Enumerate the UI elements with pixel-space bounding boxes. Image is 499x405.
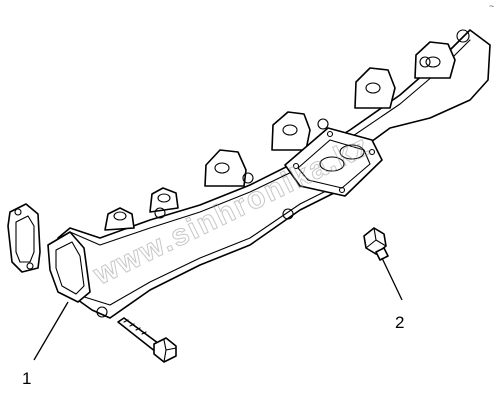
exhaust-manifold <box>47 29 491 319</box>
callout-label-1: 1 <box>22 369 31 388</box>
end-flange <box>47 231 91 303</box>
turbo-flange <box>284 127 383 197</box>
leader-line-2 <box>381 257 403 301</box>
port-5 <box>354 67 396 109</box>
callout-label-2: 2 <box>395 313 404 332</box>
port-1 <box>104 207 135 231</box>
port-6 <box>414 41 456 79</box>
bolt <box>117 317 177 363</box>
port-2 <box>149 187 179 213</box>
corner-mark: ~ <box>489 1 494 11</box>
port-4 <box>271 111 311 151</box>
gasket <box>7 203 41 273</box>
leader-line-1 <box>33 301 69 361</box>
port-3 <box>204 149 247 187</box>
plug <box>363 227 389 261</box>
